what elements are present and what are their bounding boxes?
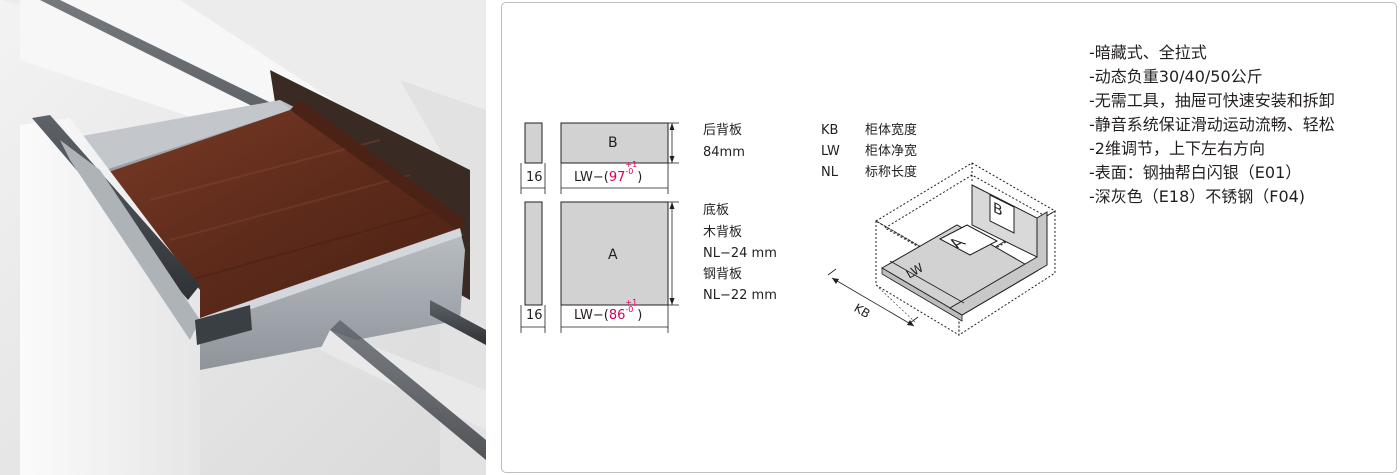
spec-diagram-panel: B A 16 16 LW−(97+1-0) LW−(86+1-0) 后背板 84…	[501, 2, 1397, 473]
drawer-isometric-drawing	[827, 162, 1056, 336]
back-panel-note-title: 后背板	[703, 123, 743, 138]
back-panel-label: B	[608, 135, 618, 151]
bottom-panel-front-view	[560, 201, 669, 306]
feature-item: -暗藏式、全拉式	[1089, 43, 1207, 62]
drawing-label-b: B	[993, 199, 1003, 221]
back-panel-tolerance: 97+1-0	[608, 160, 638, 186]
bottom-panel-label: A	[608, 247, 618, 263]
bottom-panel-note-steel: 钢背板	[703, 267, 743, 282]
feature-item: -表面：钢抽帮白闪银（E01）	[1089, 163, 1302, 182]
bottom-panel-note-steel-length: NL−22 mm	[703, 288, 777, 303]
product-photo	[0, 0, 486, 475]
dimension-drawing	[520, 122, 1056, 336]
back-panel-side-width: 16	[526, 170, 543, 185]
bottom-panel-note-wood: 木背板	[703, 225, 743, 240]
bottom-panel-note-title: 底板	[703, 203, 730, 218]
feature-list: -暗藏式、全拉式 -动态负重30/40/50公斤 -无需工具，抽屉可快速安装和拆…	[1089, 41, 1335, 209]
drawer-photo-illustration	[0, 0, 486, 475]
bottom-panel-note-wood-length: NL−24 mm	[703, 246, 777, 261]
bottom-panel-side-width: 16	[526, 308, 543, 323]
back-panel-note-height: 84mm	[703, 145, 745, 160]
back-panel-side-view	[524, 122, 543, 164]
bottom-panel-tolerance: 86+1-0	[608, 298, 638, 324]
feature-item: -2维调节，上下左右方向	[1089, 139, 1265, 158]
back-panel-front-view	[560, 122, 669, 164]
feature-item: -无需工具，抽屉可快速安装和拆卸	[1089, 91, 1335, 110]
feature-item: -动态负重30/40/50公斤	[1089, 67, 1263, 86]
bottom-panel-side-view	[524, 201, 543, 306]
feature-item: -静音系统保证滑动运动流畅、轻松	[1089, 115, 1335, 134]
back-panel-width-formula: LW−(97+1-0)	[574, 160, 643, 186]
feature-item: -深灰色（E18）不锈钢（F04)	[1089, 187, 1306, 206]
bottom-panel-width-formula: LW−(86+1-0)	[574, 298, 643, 324]
